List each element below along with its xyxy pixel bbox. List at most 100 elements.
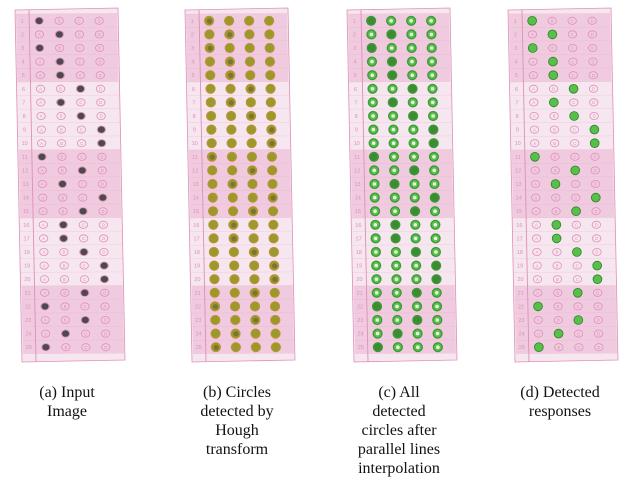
option-letter: D xyxy=(101,182,104,187)
option-letter: C xyxy=(577,345,580,350)
option-bubble xyxy=(61,343,71,352)
row-number: 18 xyxy=(24,250,30,256)
column-separator xyxy=(360,9,369,363)
row-number: 13 xyxy=(192,182,198,188)
option-bubble xyxy=(553,302,563,311)
row-divider xyxy=(349,122,453,123)
option-letter: C xyxy=(575,223,578,228)
option-bubble xyxy=(531,220,541,229)
circle-center xyxy=(410,59,414,64)
option-bubble xyxy=(588,57,598,66)
row-divider xyxy=(348,81,452,83)
option-bubble xyxy=(97,166,107,175)
option-letter: C xyxy=(573,127,576,132)
option-letter: C xyxy=(577,331,580,336)
option-bubble xyxy=(571,220,581,229)
option-letter: B xyxy=(61,168,64,173)
option-letter: B xyxy=(64,345,67,350)
option-bubble xyxy=(60,288,70,297)
option-bubble xyxy=(34,30,45,39)
row-number: 7 xyxy=(22,100,25,106)
option-bubble xyxy=(41,343,51,352)
filled-bubble xyxy=(227,32,233,38)
circle-center xyxy=(371,114,375,118)
hough-circle xyxy=(266,110,277,122)
option-letter: A xyxy=(42,223,45,228)
hough-circle xyxy=(230,342,241,353)
option-bubble xyxy=(568,57,578,66)
option-bubble xyxy=(40,315,50,324)
hough-circle xyxy=(244,29,255,40)
circle-center xyxy=(392,155,396,159)
option-bubble xyxy=(57,179,68,188)
row-divider xyxy=(188,162,292,164)
row-divider xyxy=(347,40,451,42)
option-bubble xyxy=(57,139,67,148)
circle-center xyxy=(433,223,438,227)
circle-center xyxy=(434,291,439,295)
hough-circle xyxy=(205,110,217,122)
row-divider xyxy=(513,285,617,287)
option-letter: B xyxy=(60,114,63,119)
row-number: 22 xyxy=(195,304,201,310)
option-bubble xyxy=(97,152,107,161)
filled-bubble xyxy=(209,154,215,160)
hough-circle xyxy=(265,97,276,108)
circle-center xyxy=(391,127,396,132)
option-letter: C xyxy=(78,46,81,51)
option-bubble xyxy=(590,166,600,175)
row-divider xyxy=(509,94,613,96)
row-divider xyxy=(189,203,293,205)
detected-circle xyxy=(409,165,420,176)
option-letter: D xyxy=(102,223,105,228)
circle-center xyxy=(436,345,440,350)
hough-circle xyxy=(248,233,259,244)
option-letter: D xyxy=(593,114,596,119)
option-letter: A xyxy=(39,59,42,64)
option-letter: D xyxy=(595,223,598,228)
option-letter: A xyxy=(42,236,45,241)
option-bubble xyxy=(94,16,104,25)
circle-center xyxy=(370,87,375,91)
hough-circle xyxy=(204,29,215,40)
option-bubble xyxy=(533,329,544,338)
filled-bubble xyxy=(78,167,86,174)
row-divider xyxy=(17,122,121,123)
option-bubble xyxy=(56,125,66,134)
filled-bubble xyxy=(206,18,213,24)
row-divider xyxy=(16,81,120,83)
option-bubble xyxy=(572,234,582,243)
row-number: 4 xyxy=(514,60,517,66)
row-divider xyxy=(513,271,617,273)
hough-circle xyxy=(207,165,218,176)
option-bubble xyxy=(80,302,90,311)
row-number: 2 xyxy=(21,32,24,38)
option-bubble xyxy=(76,125,86,134)
option-bubble xyxy=(57,152,67,161)
circle-center xyxy=(430,87,435,91)
sheet-group: 1ABCD2ABCD3ABCD4ABCD5ABCD6ABCD7ABCD8ABCD… xyxy=(507,7,619,363)
option-letter: C xyxy=(571,19,574,24)
row-number: 5 xyxy=(354,73,357,79)
hough-circle xyxy=(248,219,259,230)
detected-circle xyxy=(407,110,419,122)
hough-circle xyxy=(268,246,280,258)
option-bubble xyxy=(530,179,541,188)
panel-caption: (a) Input Image xyxy=(39,384,95,420)
option-letter: B xyxy=(64,318,67,323)
detected-response xyxy=(527,15,537,26)
row-number: 9 xyxy=(193,128,196,134)
filled-bubble xyxy=(212,304,219,310)
filled-bubble xyxy=(231,222,237,228)
option-letter: A xyxy=(43,277,46,282)
option-bubble xyxy=(100,288,110,297)
option-letter: B xyxy=(551,19,554,24)
circle-center xyxy=(412,195,417,200)
filled-bubble xyxy=(56,58,64,65)
row-number: 17 xyxy=(194,236,200,242)
row-divider xyxy=(16,67,120,69)
circle-center xyxy=(371,100,375,105)
option-letter: B xyxy=(61,155,64,160)
circle-center xyxy=(411,141,416,145)
option-bubble xyxy=(529,112,539,121)
